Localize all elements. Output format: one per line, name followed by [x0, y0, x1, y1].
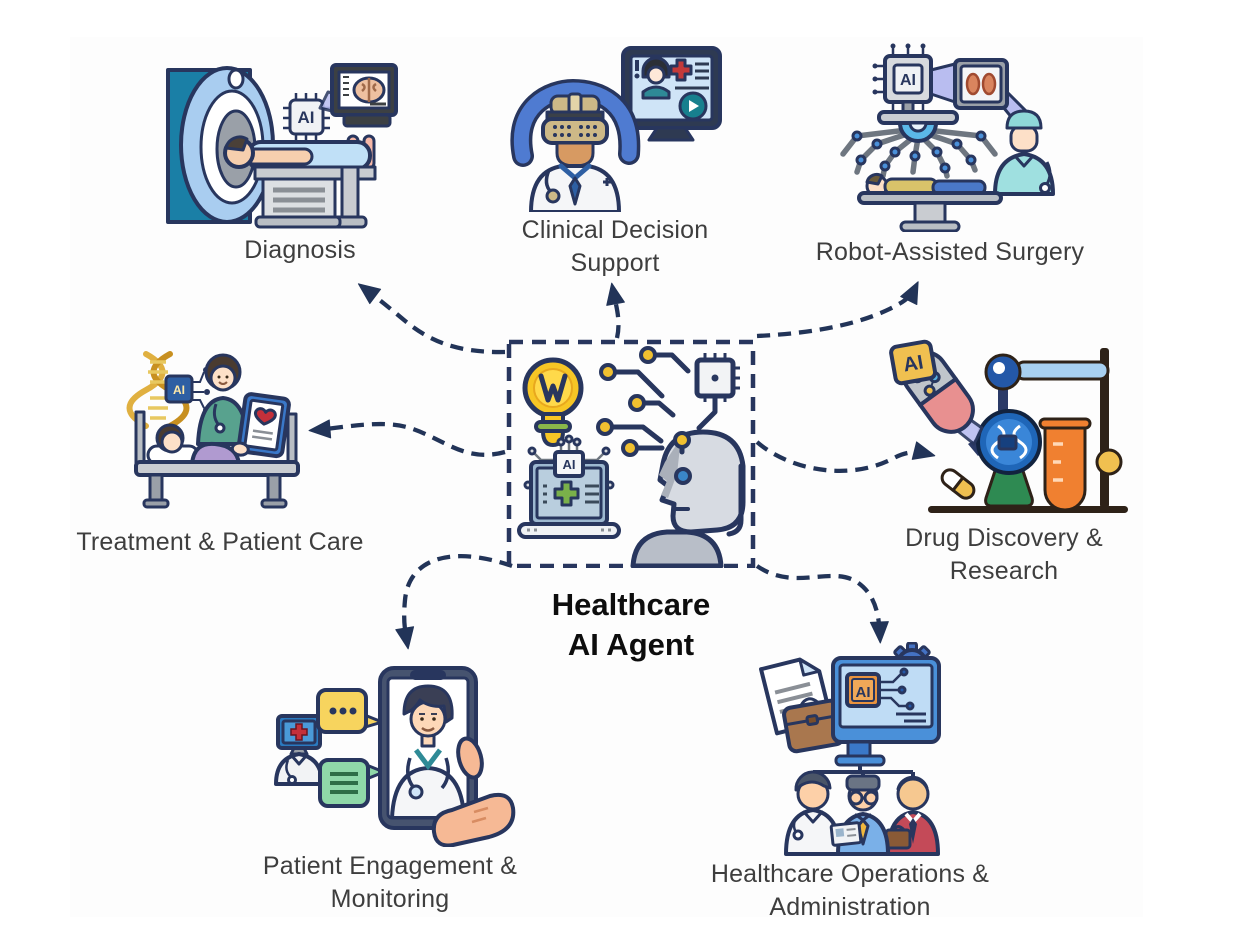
ai-tag-label: AI — [902, 351, 926, 376]
ai-laptop-icon: AI — [517, 434, 621, 539]
title-line-1: Healthcare — [551, 587, 711, 622]
heart-icon — [253, 407, 277, 426]
lightbulb-icon — [522, 357, 584, 447]
video-call-doctor — [390, 684, 466, 818]
diagnosis-node: AI — [160, 52, 452, 235]
surgical-cap — [1005, 109, 1043, 130]
healthcare-operations-icon: AI — [759, 641, 941, 856]
ai-chip-label: AI — [856, 684, 871, 701]
staff-executive — [884, 775, 940, 856]
healthcare-operations-label: Healthcare Operations & Administration — [710, 860, 990, 921]
ai-chip-label: AI — [173, 383, 185, 397]
ai-tag: AI — [889, 339, 938, 386]
medical-cross-icon — [290, 723, 308, 741]
clinical-decision-support-label: Clinical Decision Support — [521, 216, 709, 277]
title-line-2: AI Agent — [567, 627, 695, 662]
patient-on-table — [223, 134, 377, 229]
smartphone — [378, 666, 478, 830]
healthcare-operations-node: AI — [728, 641, 973, 862]
vr-band — [513, 82, 637, 164]
medical-cross-icon — [553, 480, 580, 507]
drug-discovery-label: Drug Discovery & Research — [905, 524, 1103, 585]
ai-chip: AI — [283, 93, 330, 141]
robot-arms — [840, 100, 998, 179]
blanket — [190, 441, 241, 466]
surgeon — [993, 109, 1055, 196]
telehealth-monitor — [621, 46, 722, 142]
ai-chip-label: AI — [563, 457, 576, 472]
staff-doctor — [784, 770, 842, 856]
diagnosis-label: Diagnosis — [244, 236, 356, 264]
brain-monitor — [330, 63, 398, 128]
patient-engagement-node — [258, 662, 523, 852]
small-capsule — [940, 468, 976, 500]
hand — [431, 736, 516, 848]
clinical-decision-support-icon — [510, 46, 722, 214]
ai-chip-label: AI — [900, 72, 916, 89]
robot-assisted-surgery-label: Robot-Assisted Surgery — [815, 238, 1085, 266]
drug-discovery-node: AI — [878, 312, 1130, 522]
test-tube — [1038, 417, 1092, 512]
center-title: Healthcare AI Agent — [500, 585, 762, 665]
diagnosis-icon: AI — [166, 63, 398, 229]
vr-doctor — [510, 78, 641, 214]
health-tablet — [230, 392, 291, 459]
drug-discovery-icon: AI — [889, 339, 1128, 513]
patient-in-bed — [134, 410, 300, 509]
chat-bubble-dots — [316, 688, 384, 734]
patient-engagement-label: Patient Engagement & Monitoring — [262, 852, 518, 913]
robot-assisted-surgery-icon: AI — [840, 43, 1055, 233]
ai-chip: AI — [164, 367, 210, 413]
clinical-decision-support-node — [505, 40, 730, 217]
id-card — [829, 821, 863, 847]
ai-chip — [553, 450, 585, 478]
ai-chip-label: AI — [298, 108, 315, 127]
ai-monitor: AI — [831, 656, 941, 767]
vr-goggles — [541, 117, 609, 145]
treatment-patient-care-node: AI — [88, 348, 343, 515]
chat-bubble-lines — [318, 758, 386, 808]
robot-assisted-surgery-node: AI — [815, 40, 1085, 237]
treatment-patient-care-icon: AI — [126, 351, 300, 509]
medical-cross-icon — [669, 58, 693, 82]
patient-table — [857, 173, 1003, 233]
circuit-head-icon — [596, 346, 746, 569]
beam — [929, 62, 957, 104]
telehealth-bot — [274, 714, 324, 786]
staff-admin — [829, 774, 890, 856]
kidney-screen — [953, 58, 1009, 110]
center-node: AI — [505, 336, 757, 573]
dashed-frame — [506, 339, 756, 569]
microscope — [968, 353, 1042, 475]
healthcare-ai-agent-icon: AI — [506, 339, 756, 569]
ai-chip: AI — [872, 43, 933, 115]
treatment-patient-care-label: Treatment & Patient Care — [76, 528, 364, 556]
patient-engagement-icon — [274, 666, 516, 848]
caregiver — [196, 353, 250, 446]
